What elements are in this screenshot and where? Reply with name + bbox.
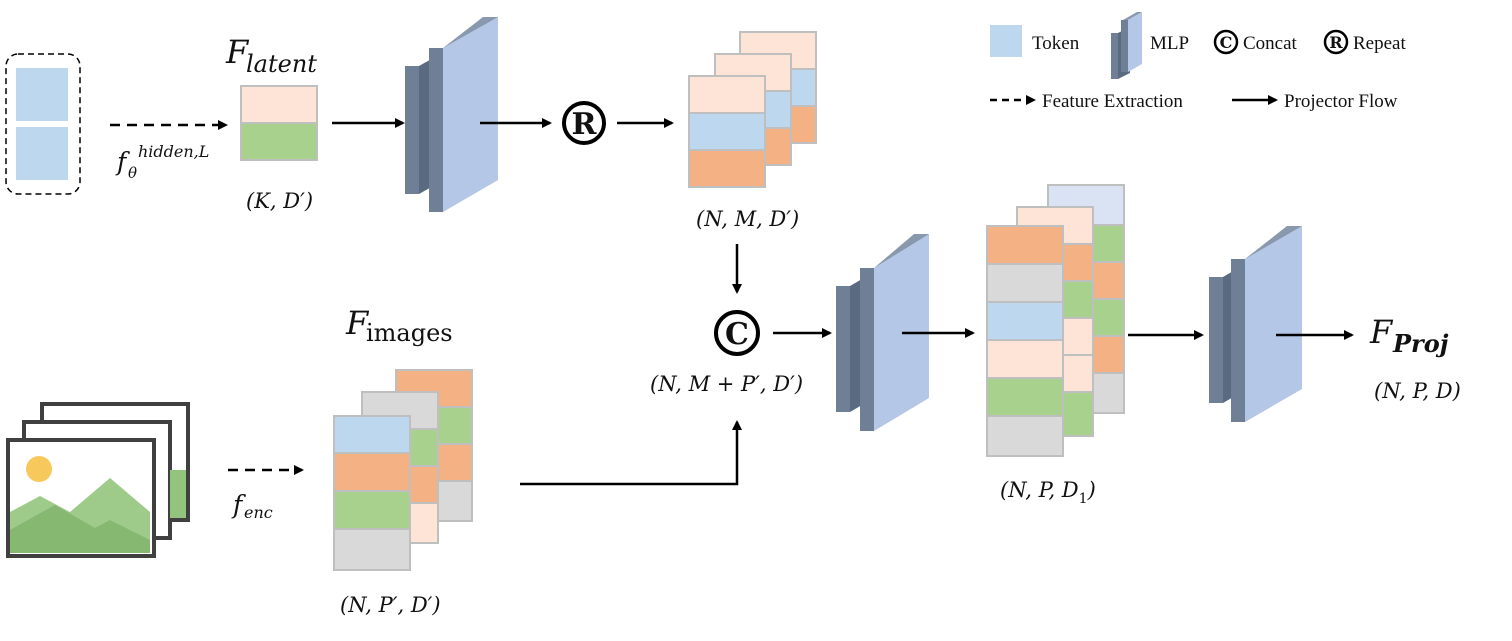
svg-text:R: R [572,107,598,142]
n-p-d-shape: (N, P, D) [1374,379,1461,403]
concat-shape: (N, M + P′, D′) [650,372,803,396]
svg-text:C: C [1220,33,1233,52]
token-block [16,127,68,180]
legend-repeat-icon: R [1323,29,1349,55]
repeated-latent-stack [688,31,817,188]
svg-text:R: R [1329,33,1343,52]
image-stack-icon [6,402,190,558]
svg-text:F: F [1369,313,1394,351]
svg-text:F: F [225,33,250,71]
legend-token-swatch [990,25,1022,57]
mlp-block-1 [405,17,498,212]
legend-mlp-label: MLP [1150,33,1189,54]
sun-icon [26,456,52,482]
mlp-block-2 [836,234,929,431]
legend-concat-label: Concat [1243,33,1298,54]
svg-text:C: C [725,317,749,352]
svg-text:images: images [366,319,453,347]
n-p-d1-shape: (N, P, D1) [1000,478,1096,507]
svg-text:latent: latent [246,50,317,78]
concat-operator: C [714,310,760,356]
k-dprime-shape: (K, D′) [246,189,313,213]
hidden-token-group [5,53,81,195]
n-pprime-dprime-shape: (N, P′, D′) [340,593,441,617]
token-block [16,68,68,121]
legend-projector-flow-label: Projector Flow [1284,91,1398,112]
n-m-dprime-shape: (N, M, D′) [696,207,799,231]
f-enc-label: f enc [231,490,273,522]
svg-text:θ: θ [128,164,137,182]
f-theta-hidden-label: f θ hidden,L [115,142,209,182]
latent-token-stack [240,85,318,161]
svg-text:F: F [345,304,370,342]
repeat-operator: R [562,101,606,145]
f-images-label: F images [345,304,453,347]
mlp-block-3 [1209,226,1302,422]
legend-concat-icon: C [1213,29,1239,55]
svg-text:enc: enc [244,503,273,522]
legend-mlp-icon [1111,12,1142,79]
projected-hidden-stack [986,184,1125,457]
f-latent-label: F latent [225,33,317,78]
svg-text:Proj: Proj [1392,329,1449,358]
svg-text:f: f [115,147,130,176]
legend: Token MLP C Concat R Repeat Feature Extr… [990,12,1406,112]
image-tokens-to-concat-arrow [520,420,742,486]
legend-token-label: Token [1032,33,1080,54]
legend-repeat-label: Repeat [1353,33,1406,54]
svg-text:(N, P, D1): (N, P, D1) [1000,478,1096,507]
svg-text:f: f [231,490,246,519]
svg-text:hidden,L: hidden,L [138,142,209,161]
image-token-stack [333,369,473,571]
f-proj-label: F Proj [1369,313,1449,358]
legend-feature-extraction-label: Feature Extraction [1042,91,1183,112]
